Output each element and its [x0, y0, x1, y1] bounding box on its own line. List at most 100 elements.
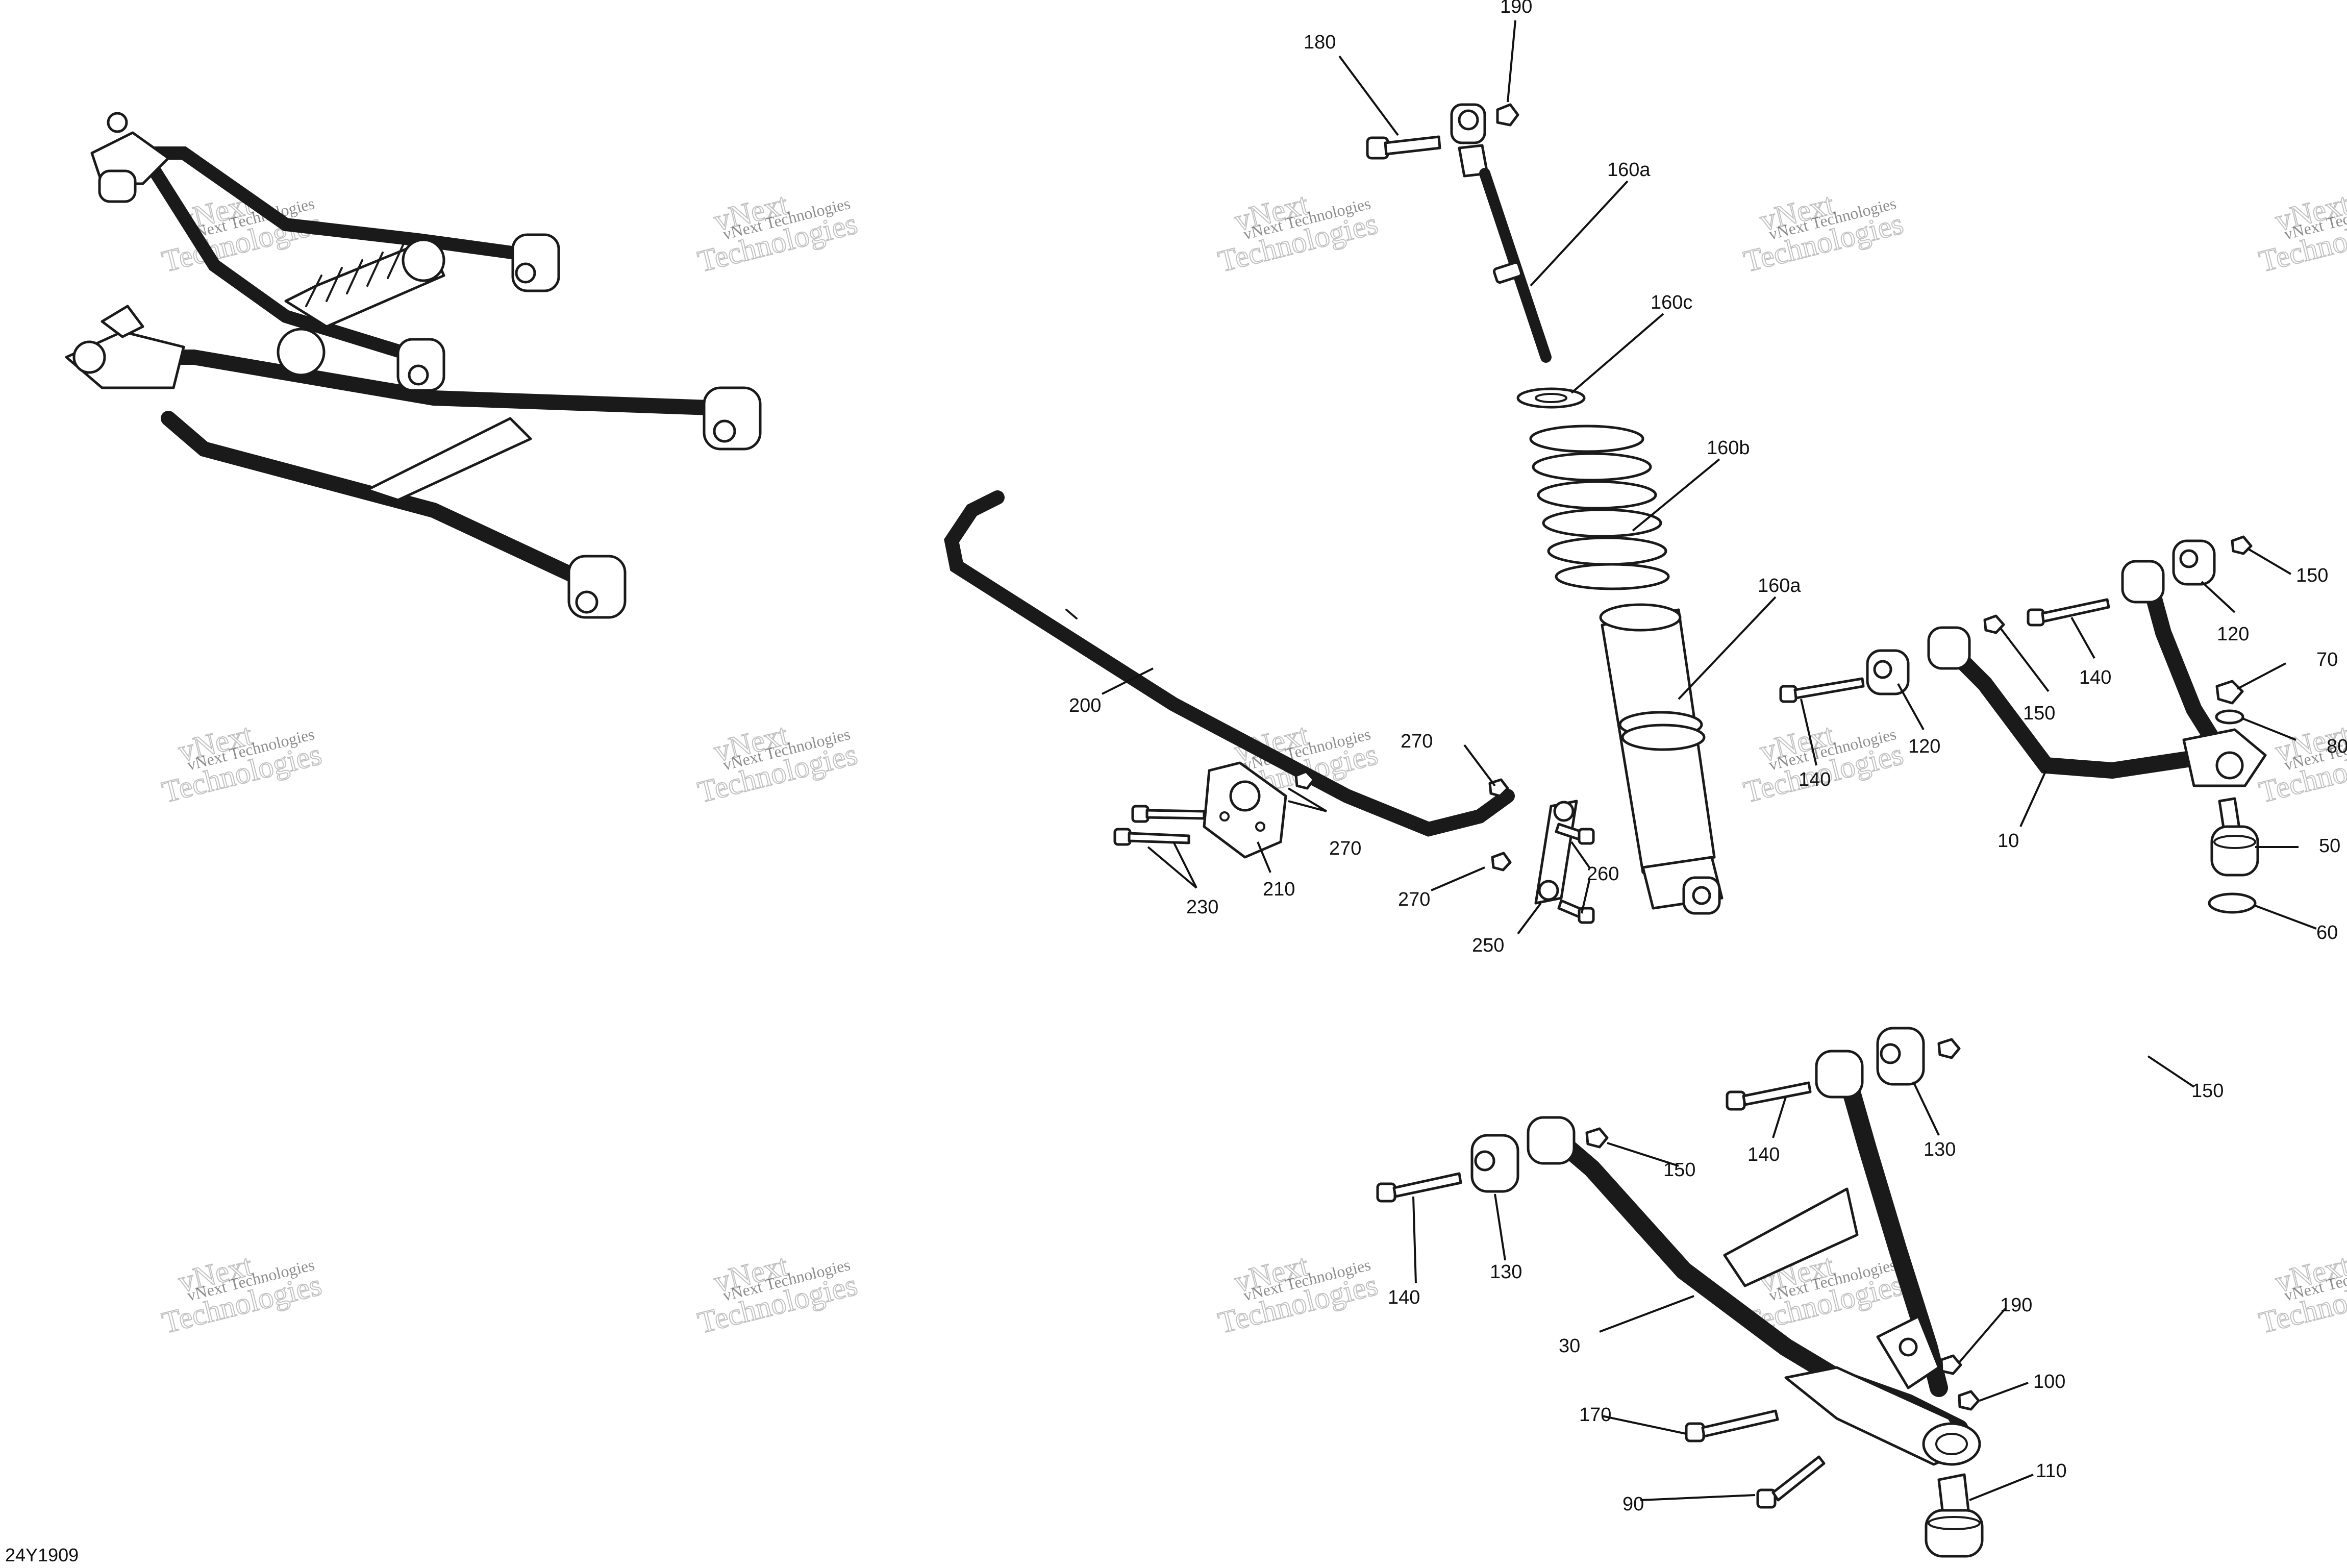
nut-150-icon — [2231, 535, 2253, 555]
callout-230: 230 — [1186, 897, 1218, 918]
assembled-upper-ball-joint — [98, 169, 137, 203]
stabilizer-bar-mark — [1065, 609, 1078, 619]
watermark: vNext vNext Technologies Technologies — [694, 717, 861, 810]
callout-70: 70 — [2316, 649, 2338, 670]
bolt-140-icon — [1779, 598, 2110, 703]
callout-100: 100 — [2033, 1371, 2065, 1392]
shock-absorber-exploded — [1366, 103, 1724, 915]
callout-210: 210 — [1263, 879, 1295, 900]
assembled-lower-ball-joint — [72, 340, 106, 374]
callout-140: 140 — [1799, 769, 1831, 790]
watermark: vNext vNext Technologies Technologies — [158, 717, 326, 810]
assembled-shock — [277, 238, 445, 377]
bushing-130-hole — [1474, 1150, 1495, 1172]
leader-lines — [1102, 20, 2317, 1501]
ball-joint-50 — [2210, 797, 2259, 877]
upper-a-arm-10-fill — [1943, 642, 2220, 777]
callout-200: 200 — [1069, 695, 1101, 716]
stabilizer-bar-fill — [946, 493, 1512, 834]
callout-180: 180 — [1304, 32, 1336, 53]
callout-270: 270 — [1329, 838, 1361, 859]
upper-a-arm-10-rear-fill — [2142, 571, 2225, 756]
callout-120: 120 — [1908, 736, 1940, 757]
washer-80-icon — [2215, 709, 2244, 725]
callout-160a-body: 160a — [1758, 575, 1801, 596]
bushing-120-hole — [1873, 660, 1892, 679]
callout-60: 60 — [2316, 922, 2338, 943]
watermark: vNext vNext Technologies Technologies — [694, 186, 861, 279]
assembled-upper-ball-stud — [107, 112, 128, 133]
bushing-130-hole — [1880, 1043, 1901, 1064]
retaining-ring-60-icon — [2208, 892, 2257, 914]
callout-190: 190 — [1500, 0, 1532, 17]
nut-190-icon — [1496, 103, 1519, 127]
callout-140: 140 — [1747, 1144, 1780, 1165]
assembled-suspension-view — [65, 112, 762, 619]
callout-190: 190 — [2000, 1295, 2032, 1316]
lower-arm-ball-joint-bore — [1922, 1422, 1981, 1466]
watermark: vNext vNext Technologies Technologies — [694, 1248, 861, 1340]
callout-10: 10 — [1998, 830, 2019, 852]
watermark: vNext vNext Technologies Technologies — [158, 1248, 326, 1340]
callout-130: 130 — [1924, 1139, 1956, 1160]
nut-150-icon — [1585, 1127, 1609, 1149]
lower-arm-front-pivot — [1527, 1116, 1576, 1165]
lower-arm-shock-mount-hole — [1899, 1337, 1918, 1357]
callout-150: 150 — [2023, 703, 2055, 724]
callout-160a-shaft: 160a — [1607, 159, 1651, 181]
drawing-code: 24Y1909 — [5, 1545, 79, 1565]
assembled-lower-arm-rear-fill — [163, 413, 592, 587]
upper-arm-rear-pivot — [2121, 560, 2165, 604]
bushing-130-icon — [1876, 1027, 1925, 1086]
watermark: vNext vNext Technologies Technologies — [1740, 717, 1907, 810]
nut-270-icon — [1491, 852, 1512, 872]
bolt-90-icon — [1756, 1455, 1826, 1509]
assembled-lower-arm-gusset — [366, 417, 532, 502]
nut-150-icon — [1937, 1038, 1961, 1059]
callout-120: 120 — [2217, 624, 2249, 645]
callout-170: 170 — [1579, 1404, 1611, 1426]
coil-spring-160b — [1529, 425, 1670, 590]
bushing-120-hole — [2179, 549, 2199, 568]
callout-250: 250 — [1472, 935, 1504, 956]
callout-110: 110 — [2036, 1460, 2067, 1482]
callout-labels: 180 190 160a 160c 160b 160a 200 270 270 … — [1069, 0, 2347, 1515]
stabilizer-link-250 — [1534, 800, 1578, 905]
assembled-bushings — [396, 233, 762, 619]
assembled-tie-rod-end — [101, 305, 144, 338]
watermark: vNext vNext Technologies Technologies — [1214, 1248, 1382, 1340]
ball-joint-110 — [1925, 1473, 1984, 1558]
bolt-180-icon — [1366, 135, 1441, 160]
nut-100-icon — [1958, 1390, 1980, 1411]
watermarks: vNext vNext Technologies Technologies vN… — [158, 186, 2347, 1340]
callout-80: 80 — [2327, 736, 2347, 757]
callout-30: 30 — [1559, 1335, 1580, 1357]
shock-upper-eye-hole — [1458, 109, 1479, 131]
shock-shaft-collar — [1492, 261, 1523, 284]
shock-body-160a — [1599, 603, 1724, 915]
upper-arm-front-pivot — [1927, 626, 1971, 670]
bushing-130-icon — [1470, 1134, 1519, 1193]
callout-270: 270 — [1401, 731, 1433, 752]
callout-270: 270 — [1398, 889, 1430, 910]
watermark: vNext vNext Technologies Technologies — [1214, 186, 1382, 279]
callout-50: 50 — [2319, 835, 2340, 857]
bolt-140-icon — [1376, 1081, 1812, 1203]
stabilizer-bar-exploded — [944, 490, 1595, 924]
nut-70-icon — [2215, 680, 2244, 705]
spring-retainer-160c — [1516, 387, 1586, 409]
callout-140: 140 — [1388, 1287, 1420, 1308]
watermark: vNext vNext Technologies Technologies — [2255, 1248, 2347, 1340]
watermark: vNext vNext Technologies Technologies — [1740, 186, 1907, 279]
bolt-230-icon — [1113, 805, 1206, 846]
callout-160b: 160b — [1707, 437, 1750, 459]
lower-arm-ball-joint-bore-inner — [1935, 1433, 1968, 1455]
assembled-upper-arm-rear-fill — [149, 164, 422, 361]
callout-150: 150 — [2191, 1080, 2224, 1102]
lower-a-arm-exploded — [1376, 1027, 1984, 1558]
callout-140: 140 — [2079, 667, 2111, 688]
callout-90: 90 — [1622, 1494, 1644, 1515]
bolt-170-icon — [1685, 1409, 1779, 1442]
shock-lower-eye-hole — [1692, 886, 1711, 905]
